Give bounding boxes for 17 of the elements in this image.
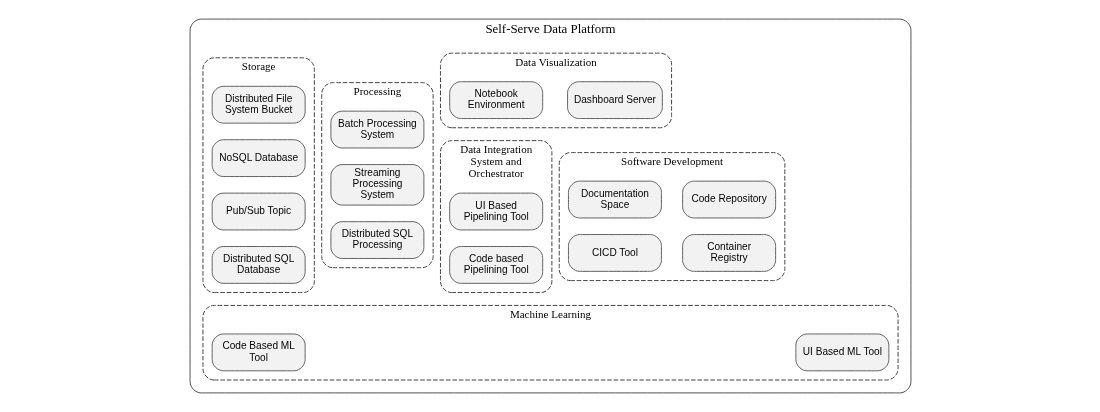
- node-box: Pub/Sub Topic: [211, 192, 306, 231]
- node-box: Distributed SQL Database: [211, 246, 306, 284]
- node-box: Documentation Space: [567, 180, 662, 219]
- node-box: UI Based Pipelining Tool: [448, 192, 543, 231]
- node-box: Distributed File System Bucket: [211, 85, 306, 124]
- node-box: Container Registry: [681, 234, 776, 272]
- node-box: Code Based ML Tool: [211, 333, 306, 372]
- node-box: Batch Processing System: [329, 110, 424, 149]
- node-box: NoSQL Database: [211, 139, 306, 177]
- node-box: Dashboard Server: [566, 81, 663, 119]
- node-box: Distributed SQL Processing: [329, 221, 424, 259]
- node-box: Code Repository: [681, 180, 776, 219]
- node-box: Code based Pipelining Tool: [448, 246, 543, 284]
- node-box: Notebook Environment: [448, 81, 543, 119]
- node-box: CICD Tool: [567, 234, 662, 272]
- node-box: UI Based ML Tool: [794, 333, 889, 372]
- node-box: Streaming Processing System: [329, 164, 424, 206]
